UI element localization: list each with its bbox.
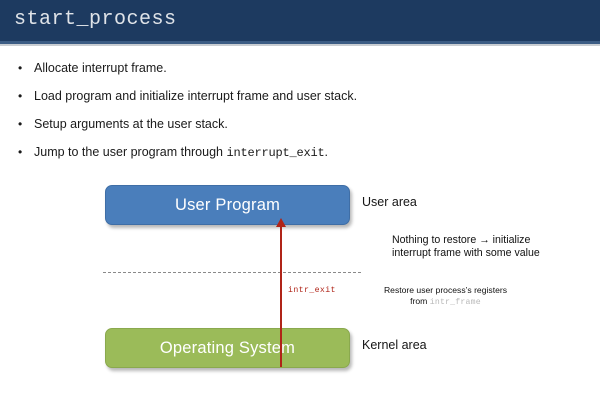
- bullet-dot-icon: •: [18, 89, 23, 103]
- list-item-text-after: .: [324, 145, 328, 159]
- restore-registers-note: Restore user process’s registers from in…: [368, 285, 523, 308]
- list-item: • Jump to the user program through inter…: [16, 138, 536, 166]
- list-item: • Allocate interrupt frame.: [16, 54, 536, 82]
- kernel-area-label: Kernel area: [362, 338, 427, 352]
- user-kernel-boundary-line: [103, 272, 361, 273]
- list-item-label: Jump to the user program through interru…: [34, 145, 328, 160]
- user-program-box[interactable]: User Program: [105, 185, 350, 225]
- initialize-frame-note: Nothing to restore → initialize interrup…: [392, 234, 540, 260]
- restore-registers-note-line1: Restore user process’s registers: [383, 285, 508, 295]
- initialize-frame-note-line2: interrupt frame with some value: [392, 247, 540, 259]
- code-token-intr-frame: intr_frame: [429, 298, 481, 307]
- list-item-label: Setup arguments at the user stack.: [34, 117, 228, 131]
- list-item: • Load program and initialize interrupt …: [16, 82, 536, 110]
- user-area-label: User area: [362, 195, 417, 209]
- list-item-text-before: Jump to the user program through: [34, 145, 227, 159]
- bullet-dot-icon: •: [18, 117, 23, 131]
- list-item-label: Load program and initialize interrupt fr…: [34, 89, 358, 103]
- intr-exit-code-label: intr_exit: [288, 286, 336, 295]
- restore-note-prefix: from: [410, 296, 430, 306]
- bullet-dot-icon: •: [18, 145, 23, 159]
- restore-registers-note-line2: from intr_frame: [368, 296, 523, 308]
- operating-system-box-label: Operating System: [159, 338, 296, 357]
- slide-header-bar: [0, 0, 600, 41]
- user-program-box-label: User Program: [174, 195, 281, 214]
- bullet-list: • Allocate interrupt frame. • Load progr…: [16, 54, 536, 166]
- operating-system-box[interactable]: Operating System: [105, 328, 350, 368]
- slide-header-accent: [0, 41, 600, 44]
- code-token-interrupt-exit: interrupt_exit: [226, 146, 325, 160]
- bullet-dot-icon: •: [18, 61, 23, 75]
- page-title: start_process: [14, 8, 177, 31]
- initialize-frame-note-line1: Nothing to restore → initialize: [392, 234, 531, 246]
- list-item: • Setup arguments at the user stack.: [16, 110, 536, 138]
- slide-header-rule: [0, 44, 600, 46]
- list-item-label: Allocate interrupt frame.: [34, 61, 167, 75]
